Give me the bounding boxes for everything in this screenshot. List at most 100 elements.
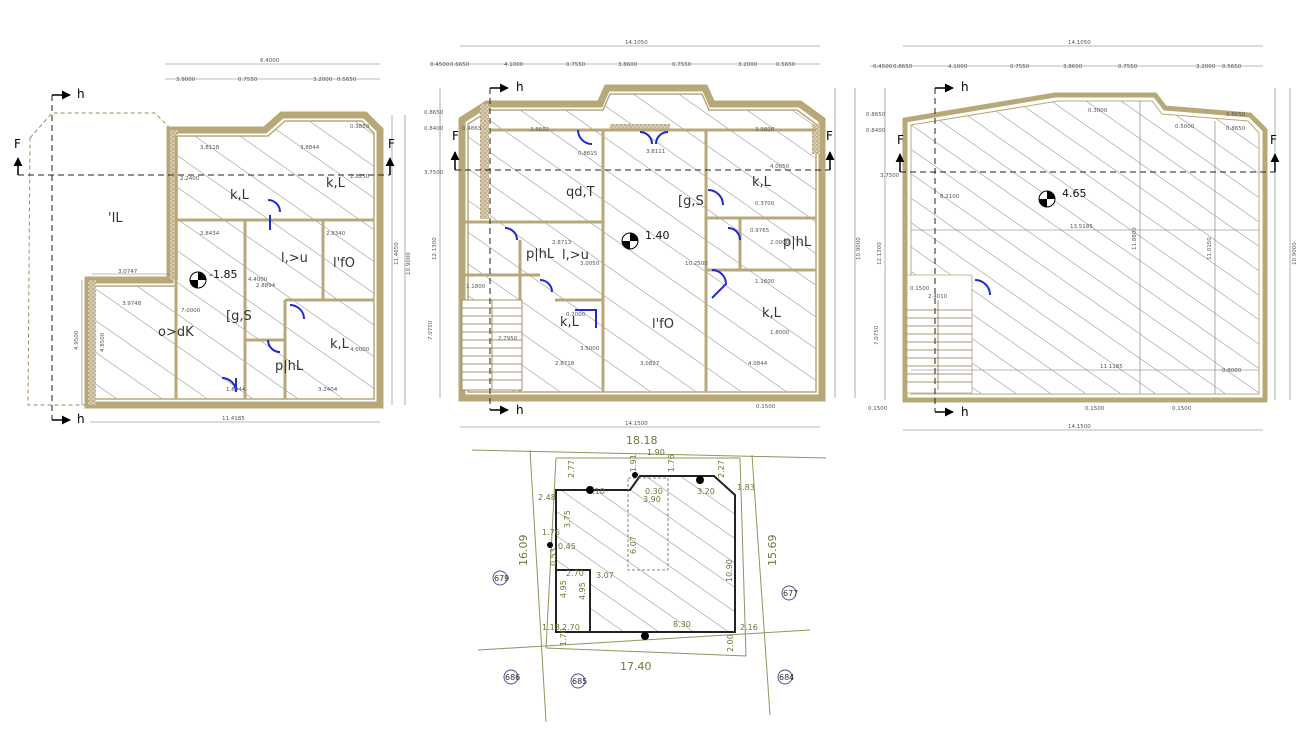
plan1-dim: 2.2400 bbox=[180, 176, 200, 182]
site-dim: 1.83 bbox=[737, 483, 755, 492]
site-dim: 2.70 bbox=[562, 623, 580, 632]
plan1-room-label: p|hL bbox=[275, 359, 304, 374]
plan2-dim: 0.3700 bbox=[755, 201, 775, 207]
site-dim: 8.30 bbox=[673, 620, 691, 629]
plan1-dim: 7.0000 bbox=[181, 308, 201, 314]
plan1-dim: 1.8944 bbox=[226, 387, 246, 393]
plan2-dimension-lines bbox=[430, 45, 856, 428]
plan2-dim: 0.4863 bbox=[462, 126, 482, 132]
site-dim: 2.27 bbox=[717, 460, 726, 478]
plan2-section-f-left: F bbox=[452, 129, 459, 143]
plan3-top-seg: 0.7550 bbox=[1010, 64, 1030, 70]
plan2-dim: 3.0050 bbox=[580, 261, 600, 267]
plan3-top-seg: 4.1000 bbox=[948, 64, 968, 70]
plan1-room-label: k,L bbox=[230, 188, 250, 203]
plot-marker-icon bbox=[492, 570, 797, 689]
site-dim: 2.70 bbox=[566, 569, 584, 578]
plan2-room-label: qd,T bbox=[566, 185, 595, 200]
plot-number: 686 bbox=[505, 673, 520, 682]
plan1-dim: 2.8340 bbox=[326, 231, 346, 237]
plan3-section-h-bottom: h bbox=[961, 405, 969, 419]
site-left-length: 16.09 bbox=[517, 535, 530, 567]
plan2-dim: 3.9800 bbox=[755, 127, 775, 133]
plan2-top-seg: 0.7550 bbox=[566, 62, 586, 68]
plan2-section-h-top: h bbox=[516, 80, 524, 94]
plan3-dim: 0.3000 bbox=[1088, 108, 1108, 114]
plan2-dim: 1.1600 bbox=[755, 279, 775, 285]
plan2-doors bbox=[504, 129, 741, 328]
plan2-dim: 1.8000 bbox=[770, 330, 790, 336]
plan2-top-seg: 0.7550 bbox=[672, 62, 692, 68]
plan1-dim: 3.8844 bbox=[300, 145, 320, 151]
site-dim: 0.30 bbox=[645, 487, 663, 496]
plan2-dim: 3.5000 bbox=[580, 346, 600, 352]
site-plan: 18.18 17.40 16.09 15.69 679 677 686 685 … bbox=[471, 434, 827, 723]
plan1-dim: 3.9748 bbox=[122, 301, 142, 307]
plan2-dim: 10.2500 bbox=[685, 261, 708, 267]
plan3-side-dim: 0.8400 bbox=[866, 128, 886, 134]
plan2-room-label: k,L bbox=[560, 315, 580, 330]
site-dim: 10.90 bbox=[725, 559, 734, 582]
plan2-room-label: l,>u bbox=[562, 248, 589, 263]
plan3-top-dim: 14.1050 bbox=[1068, 40, 1091, 46]
level-marker-icon bbox=[189, 271, 207, 289]
plan1-section-f-left: F bbox=[14, 137, 21, 151]
plan1-room-label: k,L bbox=[326, 176, 346, 191]
plan3-dim: 0.8650 bbox=[1226, 112, 1246, 118]
plan1-level: -1.85 bbox=[209, 268, 237, 281]
plan1-interior bbox=[93, 120, 375, 400]
site-level-marker-icon bbox=[547, 472, 704, 640]
plan3-section-f-right: F bbox=[1270, 133, 1277, 147]
plan3-dim: 8.2100 bbox=[940, 194, 960, 200]
plan2-side-dim: 10.9000 bbox=[856, 237, 862, 260]
plan2-dim: 0.2000 bbox=[566, 312, 586, 318]
plan3-dim: 0.1500 bbox=[1085, 406, 1105, 412]
plan1-section-h-bottom: h bbox=[77, 412, 85, 426]
plan1-room-label: 'IL bbox=[108, 211, 123, 226]
plan3-dim: 2.4010 bbox=[928, 294, 948, 300]
plan1-masonry-wall-2 bbox=[170, 130, 178, 280]
plan3-top-seg: 0.4500 bbox=[873, 64, 893, 70]
plan1-interior-walls bbox=[174, 136, 374, 399]
plan2-top-dim: 14.1050 bbox=[625, 40, 648, 46]
plan-3: h h F F 14.1050 0.4500 0.8650 4.1000 0.7… bbox=[866, 40, 1298, 431]
plan2-overall-width: 14.1500 bbox=[625, 421, 648, 427]
plan3-dim: 0.8000 bbox=[1222, 368, 1242, 374]
plan2-room-label: k,L bbox=[762, 306, 782, 321]
plan2-dim: 0.1500 bbox=[756, 404, 776, 410]
plan2-masonry-wall-2 bbox=[610, 124, 670, 131]
plan2-dim: 3.8111 bbox=[646, 149, 665, 155]
plan1-room-label: k,L bbox=[330, 337, 350, 352]
site-dim: 1.91 bbox=[629, 454, 638, 472]
plan3-top-seg: 3.2000 bbox=[1196, 64, 1216, 70]
plan3-dim: 0.8650 bbox=[1226, 126, 1246, 132]
plan1-side-dim-3: 4.9500 bbox=[74, 330, 80, 350]
plan1-side-dim-1: 11.4650 bbox=[394, 242, 400, 265]
plan1-top-seg-3: 3.2000 bbox=[313, 77, 333, 83]
site-dim: 0.53 bbox=[549, 548, 558, 566]
plan2-stairs bbox=[461, 299, 523, 391]
plan2-room-label: l'fO bbox=[652, 317, 674, 332]
plan3-outline bbox=[902, 92, 1268, 403]
plan2-top-seg: 3.8600 bbox=[618, 62, 638, 68]
site-dim: 1.70 bbox=[559, 628, 568, 646]
plan3-dim: 11.8800 bbox=[1132, 227, 1138, 250]
plan1-side-dim-2: 10.9000 bbox=[406, 252, 412, 275]
plan1-room-label: o>dK bbox=[158, 325, 194, 340]
plan1-top-seg-1: 3.9000 bbox=[176, 77, 196, 83]
plan-1: h h F F 6.4000 3.9000 0.7550 3.2000 0.56… bbox=[13, 58, 412, 426]
level-marker-icon bbox=[621, 232, 639, 250]
site-dim: 1.76 bbox=[667, 454, 676, 472]
site-dim: 2.16 bbox=[740, 623, 758, 632]
site-dim: 6.07 bbox=[629, 536, 638, 554]
plan3-top-seg: 3.8600 bbox=[1063, 64, 1083, 70]
plan-2: h h F F 14.1050 0.4500 0.6650 4.1000 0.7… bbox=[424, 40, 862, 428]
level-marker-icon bbox=[1038, 190, 1056, 208]
site-dim: 3.90 bbox=[643, 495, 661, 504]
plan2-side-dim: 3.7500 bbox=[424, 170, 444, 176]
plan2-dim: 4.0050 bbox=[770, 164, 790, 170]
site-dim: 2.00 bbox=[726, 634, 735, 652]
plan3-top-seg: 0.7550 bbox=[1118, 64, 1138, 70]
plan3-top-seg: 0.8650 bbox=[893, 64, 913, 70]
